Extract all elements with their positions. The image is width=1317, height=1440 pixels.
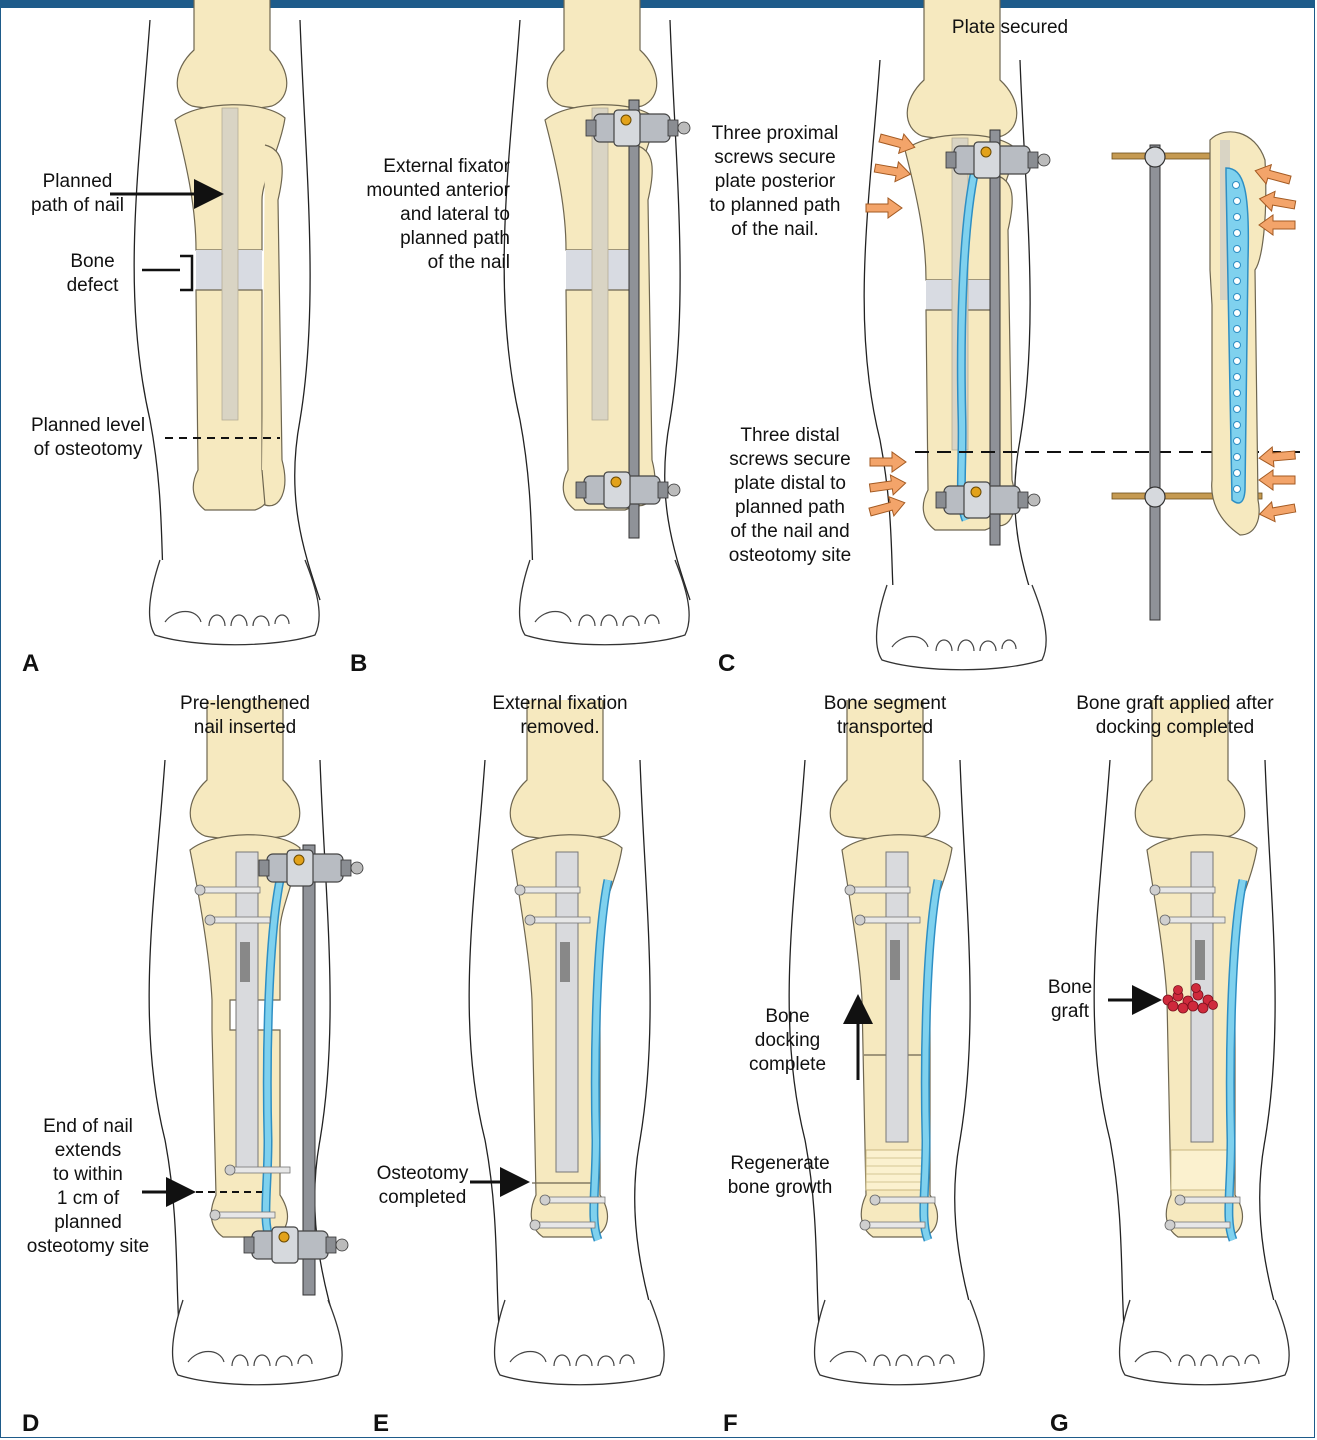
panel-letter-g: G <box>1050 1410 1069 1438</box>
panel-letter-f: F <box>723 1410 738 1438</box>
external-fixator-label: External fixator mounted anterior and la… <box>330 155 510 275</box>
panel-letter-d: D <box>22 1410 39 1438</box>
panel-d-drawing <box>142 700 363 1385</box>
pre-lengthened-nail-title: Pre-lengthened nail inserted <box>150 692 340 740</box>
bone-docking-label: Bone docking complete <box>740 1005 835 1077</box>
panel-letter-b: B <box>350 650 367 678</box>
osteotomy-completed-label: Osteotomy completed <box>365 1162 480 1210</box>
panel-letter-e: E <box>373 1410 389 1438</box>
bone-segment-transported-title: Bone segment transported <box>795 692 975 740</box>
external-fixation-removed-title: External fixation removed. <box>470 692 650 740</box>
panel-e-drawing <box>469 700 664 1385</box>
panel-letter-a: A <box>22 650 39 678</box>
bone-defect-label: Bone defect <box>45 250 140 298</box>
panel-a-drawing <box>110 0 320 645</box>
plate-secured-title: Plate secured <box>930 16 1090 40</box>
bone-graft-label: Bone graft <box>1030 976 1110 1024</box>
panel-b-drawing <box>504 0 690 645</box>
regenerate-bone-label: Regenerate bone growth <box>715 1152 845 1200</box>
planned-osteotomy-label: Planned level of osteotomy <box>18 414 158 462</box>
panel-g-drawing <box>1094 700 1289 1385</box>
distal-screws-label: Three distal screws secure plate distal … <box>715 424 865 568</box>
panel-c-drawing <box>864 0 1300 670</box>
bone-graft-applied-title: Bone graft applied after docking complet… <box>1060 692 1290 740</box>
panel-letter-c: C <box>718 650 735 678</box>
planned-nail-path-label: Planned path of nail <box>30 170 125 218</box>
nail-end-label: End of nail extends to within 1 cm of pl… <box>18 1115 158 1259</box>
proximal-screws-label: Three proximal screws secure plate poste… <box>700 122 850 242</box>
